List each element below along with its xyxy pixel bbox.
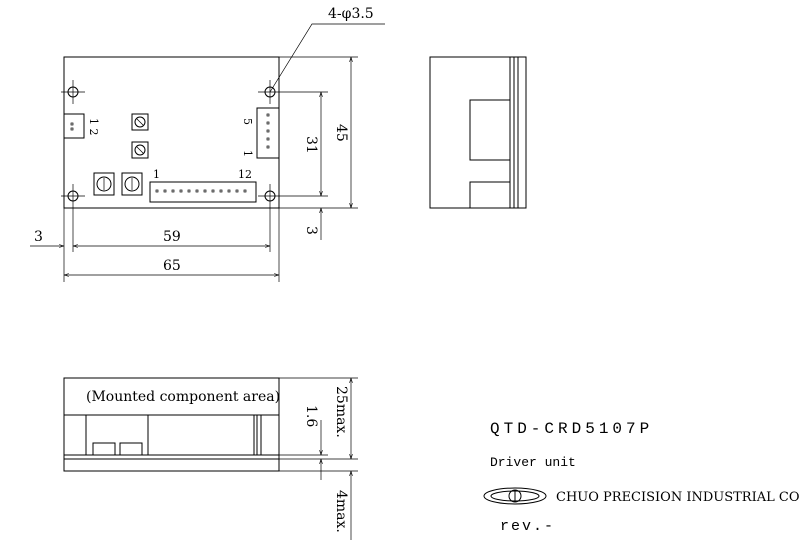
company-logo <box>483 487 547 505</box>
connector-j3-pin-right: 12 <box>238 168 252 181</box>
max-height-top: 25max. <box>333 386 349 438</box>
front-part-connector <box>147 414 255 456</box>
mounting-hole-br <box>258 184 282 208</box>
side-component <box>469 99 511 161</box>
rotary-switch-2 <box>121 172 143 196</box>
front-part-sw2 <box>119 442 143 456</box>
side-connector <box>469 181 511 209</box>
hole-callout-leader <box>269 23 385 93</box>
connector-j3-pin-left: 1 <box>153 168 160 181</box>
front-part-left <box>63 414 87 456</box>
dim-offset-bottom: 3 <box>303 226 319 235</box>
connector-j3 <box>149 181 257 203</box>
dim-hole-pitch-width: 59 <box>163 229 181 245</box>
mounting-hole-tl <box>61 80 85 104</box>
component-area-label: (Mounted component area) <box>86 389 280 405</box>
front-part-sw1 <box>92 442 116 456</box>
hole-callout: 4-φ3.5 <box>328 6 374 22</box>
connector-j1 <box>63 113 85 139</box>
max-height-bottom: 4max. <box>333 490 349 533</box>
connector-j3-pin-row <box>155 189 247 193</box>
front-part-right <box>256 414 280 456</box>
dim-offset-left: 3 <box>34 229 43 245</box>
connector-j2-pin-top: 5 <box>241 118 254 125</box>
trimmer-1 <box>131 113 149 131</box>
connector-j2-pin-col <box>266 113 270 149</box>
company-name: CHUO PRECISION INDUSTRIAL CO.,LTD. <box>556 490 800 505</box>
dim-board-width: 65 <box>163 258 181 274</box>
description: Driver unit <box>490 455 576 470</box>
dim-hole-pitch-height: 31 <box>303 136 319 154</box>
side-view <box>429 56 527 209</box>
title-block: QTD-CRD5107P Driver unit CHUO PRECISION … <box>483 420 800 535</box>
dim-board-height: 45 <box>333 124 349 142</box>
pcb-board <box>63 454 280 472</box>
connector-j1-pins: 1 2 <box>87 118 100 136</box>
side-outline <box>429 56 527 209</box>
connector-j2-pin-bottom: 1 <box>241 150 254 157</box>
revision: rev.- <box>500 518 555 535</box>
front-view: (Mounted component area) 1.6 25max. 4max… <box>63 377 358 540</box>
connector-j2 <box>256 107 280 159</box>
rotary-switch-1 <box>93 172 115 196</box>
trimmer-2 <box>131 141 149 159</box>
pcb-thickness: 1.6 <box>303 405 319 427</box>
mounting-hole-bl <box>61 184 85 208</box>
model-number: QTD-CRD5107P <box>490 420 653 438</box>
top-view: 4-φ3.5 1 2 <box>30 6 385 282</box>
